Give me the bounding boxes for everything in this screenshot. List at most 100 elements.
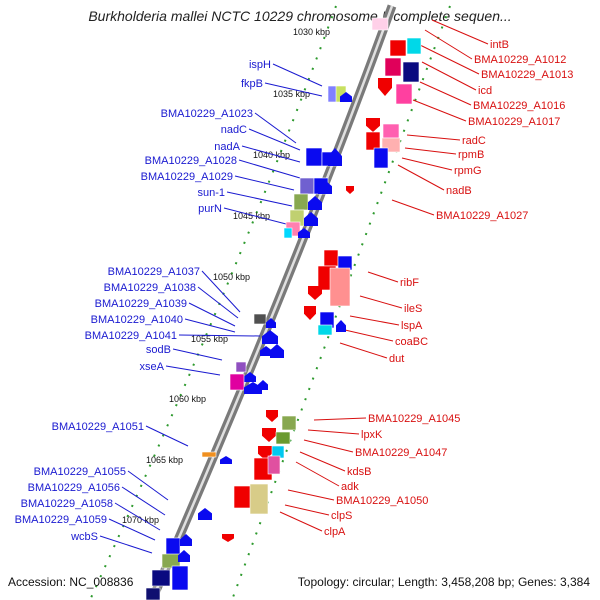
gene-feature-forward-arrow[interactable] [328, 148, 342, 166]
gene-label-ispH[interactable]: ispH [249, 59, 271, 71]
gene-label-lspA[interactable]: lspA [401, 320, 423, 332]
gene-feature-forward-arrow[interactable] [266, 318, 276, 328]
gene-label-BMA10229_A1056[interactable]: BMA10229_A1056 [28, 482, 120, 494]
gene-feature-forward-arrow[interactable] [220, 456, 232, 464]
gene-feature-reverse-arrow[interactable] [304, 306, 316, 320]
gene-label-adk[interactable]: adk [341, 481, 359, 493]
gene-label-wcbS[interactable]: wcbS [70, 531, 98, 543]
gene-feature-box[interactable] [275, 431, 291, 445]
gene-label-clpA[interactable]: clpA [324, 526, 346, 538]
gene-feature-box[interactable] [323, 249, 339, 267]
gene-label-ileS[interactable]: ileS [404, 303, 422, 315]
gene-label-rpmG[interactable]: rpmG [454, 165, 482, 177]
gene-feature-forward-arrow[interactable] [198, 508, 212, 520]
gene-feature-box[interactable] [283, 227, 293, 239]
gene-feature-forward-arrow[interactable] [336, 320, 346, 332]
gene-feature-box[interactable] [406, 37, 422, 55]
gene-feature-forward-arrow[interactable] [260, 346, 272, 356]
gene-feature-box[interactable] [249, 483, 269, 515]
gene-label-BMA10229_A1041[interactable]: BMA10229_A1041 [85, 330, 177, 342]
gene-label-intB[interactable]: intB [490, 39, 509, 51]
gene-label-sun-1[interactable]: sun-1 [197, 187, 225, 199]
gene-feature-box[interactable] [229, 373, 245, 391]
gene-label-nadB[interactable]: nadB [446, 185, 472, 197]
gene-label-clpS[interactable]: clpS [331, 510, 352, 522]
gene-feature-box[interactable] [389, 39, 407, 57]
gene-feature-forward-arrow[interactable] [270, 344, 284, 358]
gene-label-BMA10229_A1039[interactable]: BMA10229_A1039 [95, 298, 187, 310]
gene-feature-box[interactable] [382, 123, 400, 139]
gene-label-ribF[interactable]: ribF [400, 277, 419, 289]
gene-feature-reverse-arrow[interactable] [346, 186, 354, 194]
gene-label-lpxK[interactable]: lpxK [361, 429, 383, 441]
gene-feature-reverse-arrow[interactable] [366, 118, 380, 132]
gene-label-BMA10229_A1058[interactable]: BMA10229_A1058 [21, 498, 113, 510]
gene-feature-box[interactable] [373, 147, 389, 169]
gene-feature-reverse-arrow[interactable] [308, 286, 322, 300]
gene-label-sodB[interactable]: sodB [146, 344, 171, 356]
gene-feature-forward-arrow[interactable] [244, 372, 256, 382]
gene-feature-forward-arrow[interactable] [244, 382, 262, 394]
gene-label-nadA[interactable]: nadA [214, 141, 240, 153]
gene-label-BMA10229_A1023[interactable]: BMA10229_A1023 [161, 108, 253, 120]
gene-feature-forward-arrow[interactable] [178, 550, 190, 562]
gene-label-BMA10229_A1016[interactable]: BMA10229_A1016 [473, 100, 565, 112]
gene-label-BMA10229_A1047[interactable]: BMA10229_A1047 [355, 447, 447, 459]
gene-feature-box[interactable] [395, 83, 413, 105]
gene-label-BMA10229_A1038[interactable]: BMA10229_A1038 [104, 282, 196, 294]
gene-label-BMA10229_A1051[interactable]: BMA10229_A1051 [52, 421, 144, 433]
gene-feature-reverse-arrow[interactable] [222, 534, 234, 542]
gene-feature-box[interactable] [145, 587, 161, 600]
gene-label-purN[interactable]: purN [198, 203, 222, 215]
gene-label-xseA[interactable]: xseA [140, 361, 165, 373]
gene-feature-box[interactable] [151, 569, 171, 587]
gene-label-fkpB[interactable]: fkpB [241, 78, 263, 90]
gene-feature-box[interactable] [293, 193, 309, 211]
gene-feature-box[interactable] [253, 313, 267, 325]
gene-feature-box[interactable] [233, 485, 253, 509]
gene-label-nadC[interactable]: nadC [221, 124, 247, 136]
gene-label-BMA10229_A1029[interactable]: BMA10229_A1029 [141, 171, 233, 183]
gene-feature-forward-arrow[interactable] [262, 330, 278, 344]
gene-label-BMA10229_A1050[interactable]: BMA10229_A1050 [336, 495, 428, 507]
gene-feature-box[interactable] [235, 361, 247, 373]
gene-feature-forward-arrow[interactable] [340, 92, 352, 102]
gene-label-BMA10229_A1037[interactable]: BMA10229_A1037 [108, 266, 200, 278]
gene-label-BMA10229_A1027[interactable]: BMA10229_A1027 [436, 210, 528, 222]
gene-feature-box[interactable] [317, 324, 333, 336]
gene-label-BMA10229_A1045[interactable]: BMA10229_A1045 [368, 413, 460, 425]
gene-feature-box[interactable] [402, 61, 420, 83]
gene-label-BMA10229_A1040[interactable]: BMA10229_A1040 [91, 314, 183, 326]
gene-feature-box[interactable] [281, 415, 297, 431]
gene-label-icd[interactable]: icd [478, 85, 492, 97]
gene-label-rpmB[interactable]: rpmB [458, 149, 484, 161]
gene-feature-forward-arrow[interactable] [318, 180, 332, 194]
gene-feature-box[interactable] [201, 451, 217, 458]
gene-label-coaBC[interactable]: coaBC [395, 336, 428, 348]
gene-feature-box[interactable] [305, 147, 323, 167]
gene-feature-box[interactable] [365, 131, 381, 151]
gene-label-radC[interactable]: radC [462, 135, 486, 147]
gene-feature-forward-arrow[interactable] [308, 196, 322, 210]
gene-feature-reverse-arrow[interactable] [266, 410, 278, 422]
gene-feature-box[interactable] [171, 565, 189, 591]
gene-label-BMA10229_A1028[interactable]: BMA10229_A1028 [145, 155, 237, 167]
gene-label-dut[interactable]: dut [389, 353, 404, 365]
gene-feature-forward-arrow[interactable] [298, 228, 310, 238]
gene-feature-forward-arrow[interactable] [258, 380, 268, 390]
gene-label-BMA10229_A1017[interactable]: BMA10229_A1017 [468, 116, 560, 128]
gene-feature-forward-arrow[interactable] [180, 534, 192, 546]
gene-feature-box[interactable] [329, 267, 351, 307]
gene-label-BMA10229_A1055[interactable]: BMA10229_A1055 [34, 466, 126, 478]
gene-feature-box[interactable] [371, 17, 389, 31]
gene-feature-box[interactable] [267, 455, 281, 475]
gene-feature-box[interactable] [384, 57, 402, 77]
gene-feature-box[interactable] [299, 177, 315, 195]
gene-feature-forward-arrow[interactable] [304, 212, 318, 226]
gene-label-BMA10229_A1012[interactable]: BMA10229_A1012 [474, 54, 566, 66]
gene-label-BMA10229_A1013[interactable]: BMA10229_A1013 [481, 69, 573, 81]
gene-feature-box[interactable] [165, 537, 181, 557]
gene-label-BMA10229_A1059[interactable]: BMA10229_A1059 [15, 514, 107, 526]
gene-label-kdsB[interactable]: kdsB [347, 466, 371, 478]
gene-feature-reverse-arrow[interactable] [262, 428, 276, 442]
